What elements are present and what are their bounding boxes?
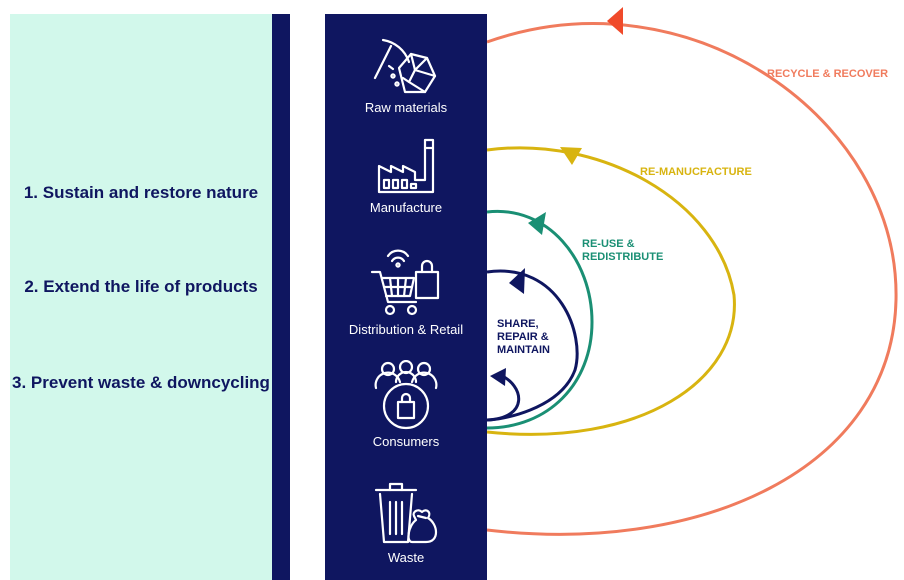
trash-bin-icon — [374, 482, 438, 544]
stage-label-manufacture: Manufacture — [369, 200, 443, 215]
consumers-icon — [374, 360, 438, 430]
remanufacture-label: RE-MANUCFACTURE — [640, 166, 752, 178]
share-repair-top-arrow — [509, 268, 525, 294]
share-repair-loop — [486, 269, 579, 422]
recycle-recover-loop — [486, 22, 898, 536]
reuse-redistribute-label: RE-USE & REDISTRIBUTE — [582, 238, 664, 263]
value-chain-column: Raw materials Manufacture Distribution — [325, 14, 487, 580]
principle-prevent-waste: 3. Prevent waste & downcycling — [12, 373, 270, 392]
principles-panel: 1. Sustain and restore nature 2. Extend … — [10, 14, 272, 580]
recycle-recover-arrow — [607, 7, 623, 35]
stage-raw-materials: Raw materials — [325, 36, 487, 116]
stage-waste: Waste — [325, 480, 487, 566]
remanufacture-loop — [486, 146, 736, 436]
stage-label-raw-materials: Raw materials — [364, 100, 448, 115]
stage-consumers: Consumers — [325, 360, 487, 450]
stage-manufacture: Manufacture — [325, 136, 487, 216]
stage-label-consumers: Consumers — [372, 434, 440, 449]
stage-label-distribution-retail: Distribution & Retail — [348, 322, 464, 337]
share-repair-inner-arrow — [490, 368, 506, 386]
remanufacture-arrow — [560, 147, 582, 165]
reuse-redistribute-arrow — [528, 212, 546, 235]
principle-sustain-nature: 1. Sustain and restore nature — [23, 183, 259, 202]
shopping-cart-icon — [370, 249, 440, 316]
recycle-recover-label: RECYCLE & RECOVER — [767, 68, 889, 80]
pickaxe-ore-icon — [373, 38, 437, 94]
share-repair-inner-loop — [486, 373, 521, 422]
factory-icon — [377, 138, 435, 194]
stage-label-waste: Waste — [387, 550, 425, 565]
share-repair-label: SHARE, REPAIR & MAINTAIN — [497, 318, 550, 356]
stage-distribution-retail: Distribution & Retail — [325, 244, 487, 338]
principle-extend-life: 2. Extend the life of products — [24, 277, 258, 296]
divider-bar — [272, 14, 290, 580]
